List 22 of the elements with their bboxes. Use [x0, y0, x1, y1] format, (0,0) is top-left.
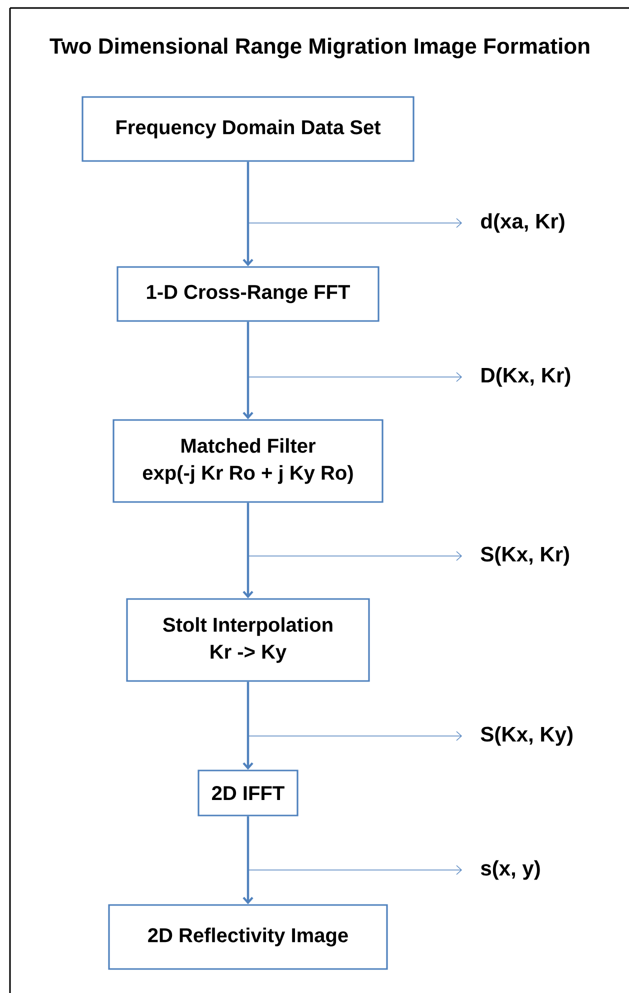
arrow	[242, 816, 254, 904]
arrow	[248, 372, 462, 382]
arrow	[248, 865, 462, 875]
signal-label: s(x, y)	[480, 860, 540, 880]
process-box: 2D IFFT	[198, 770, 298, 816]
arrow	[248, 731, 462, 741]
arrow	[248, 218, 462, 228]
signal-label: D(Kx, Kr)	[482, 367, 570, 387]
process-box: 1-D Cross-Range FFT	[116, 266, 380, 322]
arrow	[248, 551, 462, 561]
arrow	[242, 162, 254, 266]
arrow	[242, 502, 254, 598]
process-box: Matched Filter exp(-j Kr Ro + j Ky Ro)	[112, 419, 384, 503]
arrow	[242, 322, 254, 420]
process-box: 2D Reflectivity Image	[108, 904, 388, 970]
title: Two Dimensional Range Migration Image Formation	[50, 38, 590, 58]
arrow	[242, 682, 254, 770]
signal-label: S(Kx, Kr)	[480, 546, 569, 566]
process-box: Frequency Domain Data Set	[82, 96, 414, 162]
process-box: Stolt Interpolation Kr -> Ky	[126, 598, 370, 682]
signal-label: S(Kx, Ky)	[480, 726, 572, 746]
signal-label: d(xa, Kr)	[481, 213, 564, 233]
